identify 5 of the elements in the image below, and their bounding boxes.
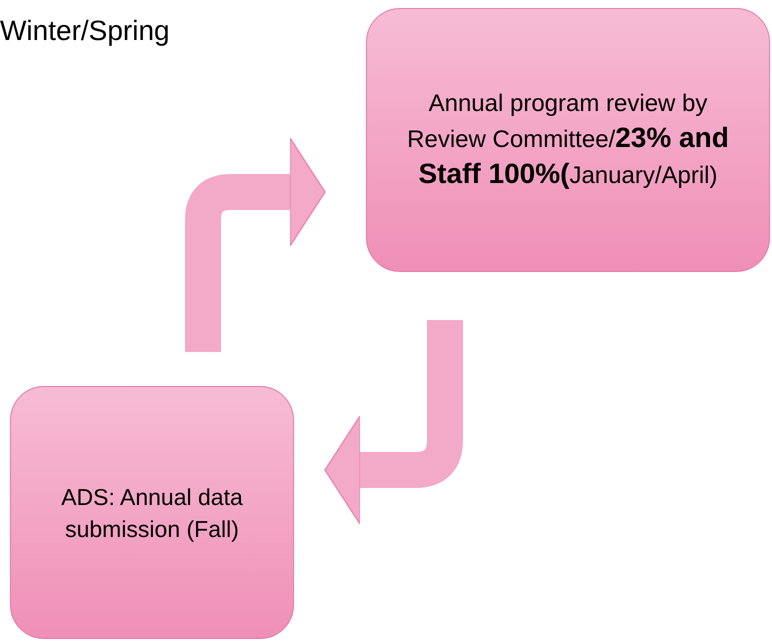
- process-box: Annual program review by Review Committee/23% and Staff 100%(January/April): [366, 8, 770, 272]
- process-box: ADS: Annual data submission (Fall): [10, 386, 294, 639]
- bent-arrow: [185, 137, 326, 352]
- bent-arrow: [324, 320, 463, 525]
- season-label: Winter/Spring: [0, 14, 170, 48]
